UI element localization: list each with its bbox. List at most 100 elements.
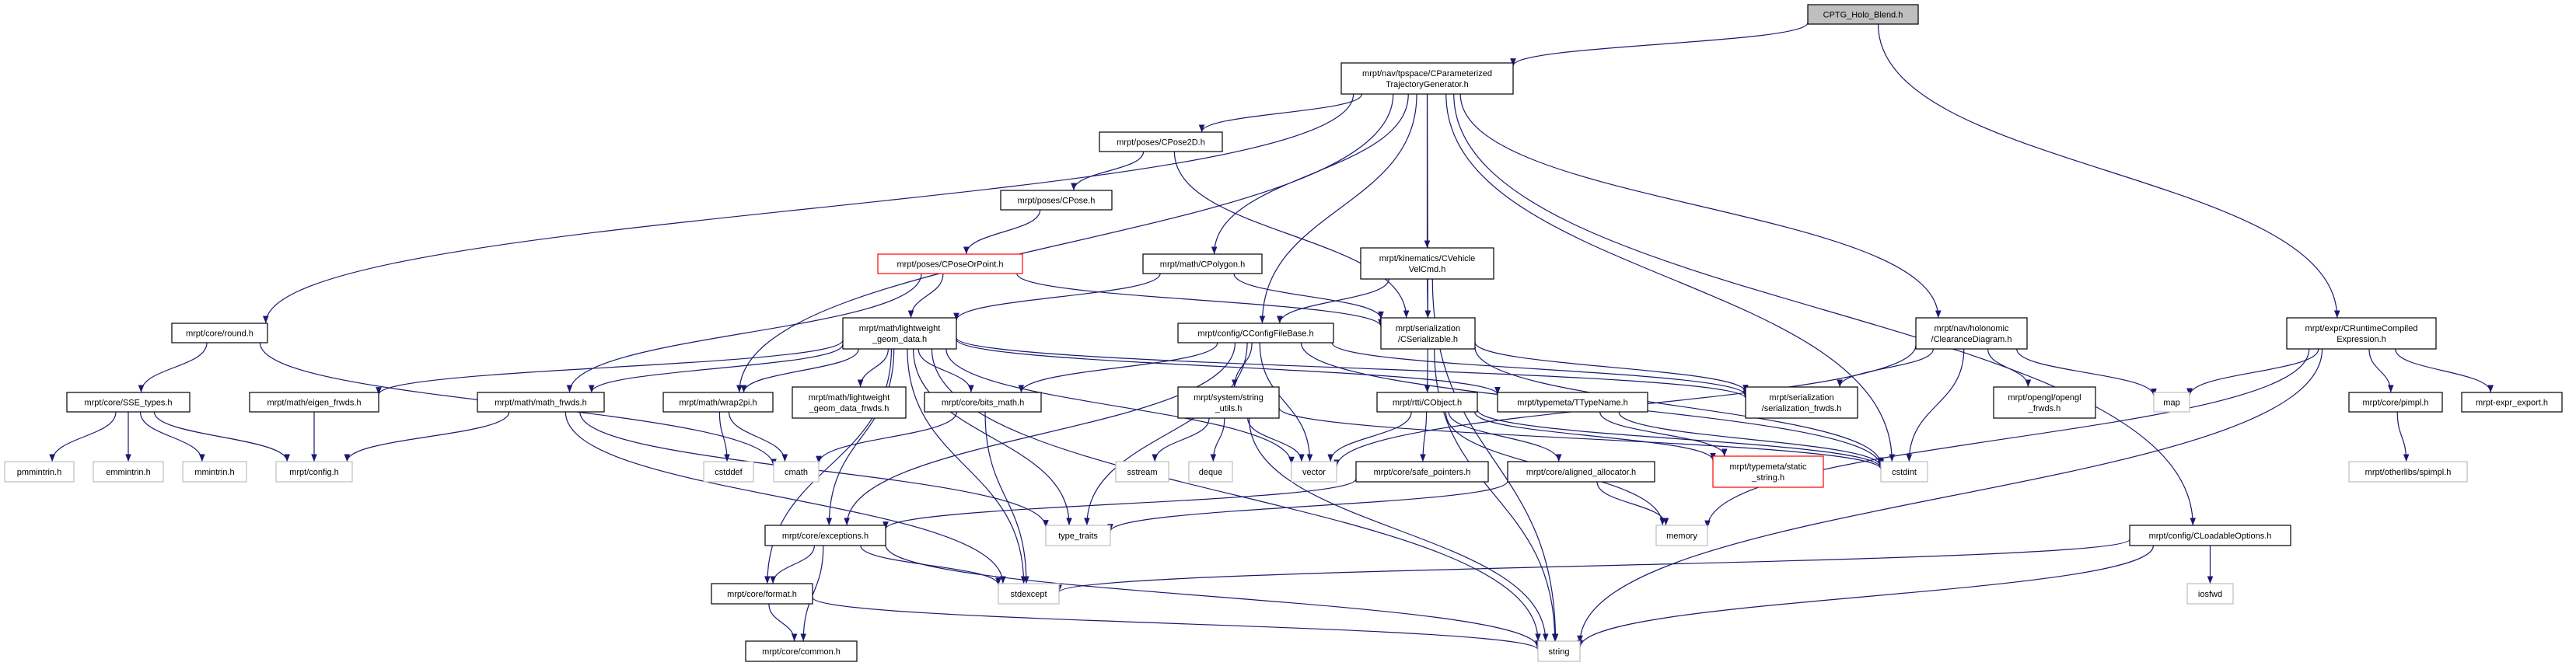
- node-safeptr[interactable]: mrpt/core/safe_pointers.h: [1355, 461, 1489, 483]
- node-emmintrin[interactable]: emmintrin.h: [93, 461, 164, 483]
- node-iosfwd[interactable]: iosfwd: [2186, 583, 2234, 605]
- node-cptg[interactable]: mrpt/nav/tpspace/CParameterizedTrajector…: [1340, 62, 1514, 95]
- edge-cserial-to-cstdint: [1474, 347, 1884, 466]
- node-format[interactable]: mrpt/core/format.h: [711, 583, 813, 605]
- node-label: mrpt/config/CConfigFileBase.h: [1197, 330, 1313, 339]
- node-label: mrpt/math/math_frwds.h: [495, 399, 587, 408]
- node-cobject[interactable]: mrpt/rtti/CObject.h: [1376, 392, 1478, 413]
- edge-cobject-to-safeptr: [1420, 411, 1428, 462]
- node-box: [2129, 525, 2291, 546]
- node-label: mrpt/serialization: [1396, 324, 1460, 333]
- node-box: [1177, 386, 1280, 419]
- node-label: VelCmd.h: [1409, 265, 1446, 274]
- node-cpolygon[interactable]: mrpt/math/CPolygon.h: [1142, 253, 1263, 274]
- edge-cobject-to-staticstr: [1474, 411, 1716, 461]
- node-box: [1880, 461, 1928, 483]
- node-exprexport[interactable]: mrpt-expr_export.h: [2461, 392, 2563, 413]
- node-vector[interactable]: vector: [1291, 461, 1337, 483]
- node-pimpl[interactable]: mrpt/core/pimpl.h: [2348, 392, 2443, 413]
- node-pmmintrin[interactable]: pmmintrin.h: [4, 461, 75, 483]
- edge-wrap2pi-to-cmath: [728, 411, 788, 462]
- node-stdexcept[interactable]: stdexcept: [998, 583, 1060, 605]
- node-exceptions[interactable]: mrpt/core/exceptions.h: [764, 525, 886, 546]
- node-box: [1376, 392, 1478, 413]
- node-label: mrpt/rtti/CObject.h: [1393, 399, 1462, 408]
- node-root[interactable]: CPTG_Holo_Blend.h: [1807, 4, 1919, 25]
- node-sstream[interactable]: sstream: [1115, 461, 1169, 483]
- node-label: CPTG_Holo_Blend.h: [1823, 11, 1903, 20]
- node-label: mrpt/math/wrap2pi.h: [679, 399, 757, 408]
- edge-cloadable-to-string: [1577, 545, 2155, 648]
- edge-cconfig-to-typetraits: [1084, 342, 1248, 526]
- node-mathfrwds[interactable]: mrpt/math/math_frwds.h: [477, 392, 605, 413]
- node-deque[interactable]: deque: [1188, 461, 1233, 483]
- node-box: [1712, 455, 1824, 488]
- node-label: iosfwd: [2198, 590, 2222, 599]
- node-clearance[interactable]: mrpt/nav/holonomic/ClearanceDiagram.h: [1915, 317, 2028, 350]
- node-cposeorpoint[interactable]: mrpt/poses/CPoseOrPoint.h: [877, 253, 1023, 274]
- edge-mathfrwds-to-config: [344, 411, 510, 462]
- node-label: cstddef: [715, 468, 743, 477]
- node-serfrwds[interactable]: mrpt/serialization/serialization_frwds.h: [1745, 386, 1858, 419]
- node-box: [2348, 461, 2468, 483]
- edge-cposeorpoint-to-mathfrwds: [566, 273, 922, 393]
- node-box: [998, 583, 1060, 605]
- node-openglfrwds[interactable]: mrpt/opengl/opengl_frwds.h: [1993, 386, 2096, 419]
- node-label: memory: [1666, 532, 1697, 541]
- node-lwgdfrwds[interactable]: mrpt/math/lightweight_geom_data_frwds.h: [792, 386, 907, 419]
- node-map[interactable]: map: [2153, 392, 2190, 413]
- edge-mathfrwds-to-stdexcept: [564, 411, 1006, 584]
- node-lwgd[interactable]: mrpt/math/lightweight_geom_data.h: [842, 317, 957, 350]
- edge-root-to-crce: [1877, 23, 2340, 319]
- node-eigen[interactable]: mrpt/math/eigen_frwds.h: [249, 392, 379, 413]
- node-label: mrpt/core/format.h: [727, 590, 797, 599]
- node-label: mrpt/expr/CRuntimeCompiled: [2305, 324, 2418, 333]
- node-box: [1142, 253, 1263, 274]
- node-typetraits[interactable]: type_traits: [1045, 525, 1111, 546]
- node-sse[interactable]: mrpt/core/SSE_types.h: [66, 392, 190, 413]
- node-label: _frwds.h: [2028, 404, 2061, 413]
- node-bitsmath[interactable]: mrpt/core/bits_math.h: [924, 392, 1042, 413]
- node-ttypename[interactable]: mrpt/typemeta/TTypeName.h: [1497, 392, 1648, 413]
- node-aligned[interactable]: mrpt/core/aligned_allocator.h: [1507, 461, 1655, 483]
- node-box: [1099, 131, 1223, 152]
- node-box: [1045, 525, 1111, 546]
- node-config[interactable]: mrpt/config.h: [275, 461, 353, 483]
- node-label: mrpt/core/safe_pointers.h: [1374, 468, 1471, 477]
- nodes: CPTG_Holo_Blend.h mrpt/nav/tpspace/CParam…: [4, 4, 2563, 662]
- node-box: [249, 392, 379, 413]
- node-cserial[interactable]: mrpt/serialization/CSerializable.h: [1380, 317, 1476, 350]
- edge-cposeorpoint-to-cserial: [1016, 273, 1384, 327]
- node-label: mrpt/core/bits_math.h: [942, 399, 1024, 408]
- node-memory[interactable]: memory: [1655, 525, 1708, 546]
- node-box: [1000, 190, 1113, 211]
- node-box: [182, 461, 247, 483]
- node-cstdint[interactable]: cstdint: [1880, 461, 1928, 483]
- node-spimpl[interactable]: mrpt/otherlibs/spimpl.h: [2348, 461, 2468, 483]
- node-label: mrpt/core/round.h: [186, 330, 253, 339]
- node-label: /ClearanceDiagram.h: [1931, 335, 2012, 344]
- edge-lwgd-to-ttypename: [956, 339, 1501, 395]
- node-label: mrpt/math/eigen_frwds.h: [267, 399, 361, 408]
- node-wrap2pi[interactable]: mrpt/math/wrap2pi.h: [662, 392, 774, 413]
- node-staticstr[interactable]: mrpt/typemeta/static_string.h: [1712, 455, 1824, 488]
- node-cstddef[interactable]: cstddef: [703, 461, 754, 483]
- node-strutils[interactable]: mrpt/system/string_utils.h: [1177, 386, 1280, 419]
- node-mmintrin[interactable]: mmintrin.h: [182, 461, 247, 483]
- edge-cptg-to-round: [263, 93, 1354, 324]
- node-box: [1291, 461, 1337, 483]
- node-cloadable[interactable]: mrpt/config/CLoadableOptions.h: [2129, 525, 2291, 546]
- node-round[interactable]: mrpt/core/round.h: [171, 323, 268, 343]
- node-cmath[interactable]: cmath: [773, 461, 820, 483]
- edge-bitsmath-to-cmath: [816, 411, 958, 464]
- node-label: mrpt/nav/holonomic: [1935, 324, 2009, 333]
- node-box: [2286, 317, 2437, 350]
- node-box: [93, 461, 164, 483]
- node-cpose[interactable]: mrpt/poses/CPose.h: [1000, 190, 1113, 211]
- node-cpose2d[interactable]: mrpt/poses/CPose2D.h: [1099, 131, 1223, 152]
- node-common[interactable]: mrpt/core/common.h: [745, 640, 858, 662]
- node-string[interactable]: string: [1537, 640, 1581, 662]
- node-cconfig[interactable]: mrpt/config/CConfigFileBase.h: [1177, 323, 1334, 343]
